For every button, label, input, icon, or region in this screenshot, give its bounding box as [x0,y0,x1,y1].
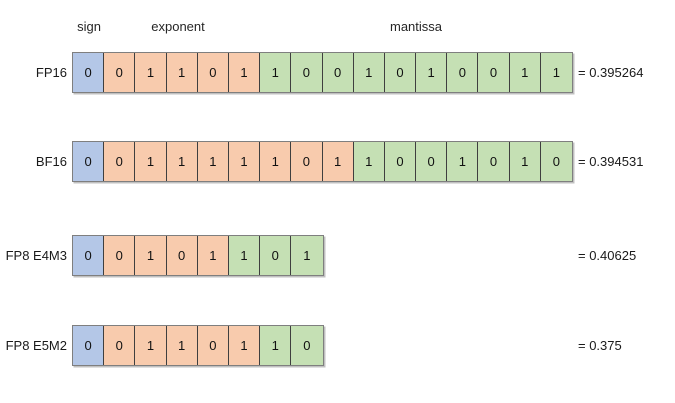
bit-cell-exponent: 1 [166,53,198,92]
format-row-label: BF16 [35,154,67,169]
bit-cell-exponent: 1 [197,142,229,181]
bit-cell-mantissa: 0 [384,53,417,92]
bit-cell-mantissa: 0 [322,53,354,92]
bit-cell-exponent: 1 [228,326,261,365]
bit-cell-mantissa: 0 [416,142,448,181]
bit-cell-mantissa: 1 [509,142,541,181]
bit-cell-exponent: 1 [228,53,261,92]
bit-cell-exponent: 1 [166,326,198,365]
bit-cell-sign: 0 [73,53,105,92]
bit-cell-sign: 0 [73,326,105,365]
format-row-label: FP16 [35,65,67,80]
bit-cell-mantissa: 1 [416,53,448,92]
bit-cell-sign: 0 [73,236,105,275]
bit-cell-exponent: 1 [322,142,354,181]
bit-cell-exponent: 1 [228,142,261,181]
bit-cell-mantissa: 1 [260,326,292,365]
bit-cell-sign: 0 [73,142,105,181]
bit-cell-mantissa: 1 [291,236,323,275]
decimal-value: = 0.375 [578,338,622,353]
bit-cell-mantissa: 1 [447,142,479,181]
format-row-label: FP8 E5M2 [5,338,67,353]
bit-cell-mantissa: 0 [478,53,510,92]
bit-cell-mantissa: 1 [260,53,292,92]
bit-cell-mantissa: 1 [353,142,385,181]
bit-cell-mantissa: 1 [353,53,385,92]
bit-cell-exponent: 0 [197,326,229,365]
bit-cell-mantissa: 1 [228,236,261,275]
bit-cell-exponent: 0 [104,236,136,275]
bit-cell-exponent: 1 [197,236,229,275]
field-label-exponent: exponent [151,19,205,34]
bit-cell-mantissa: 0 [260,236,292,275]
field-legend: sign exponent mantissa [0,0,675,44]
bit-cell-exponent: 1 [135,142,167,181]
bit-cell-mantissa: 0 [447,53,479,92]
bit-cell-exponent: 1 [135,53,167,92]
field-label-mantissa: mantissa [389,19,443,34]
bit-cell-mantissa: 0 [540,142,572,181]
decimal-value: = 0.395264 [578,65,644,80]
bit-cell-exponent: 0 [197,53,229,92]
bit-cell-exponent: 0 [104,142,136,181]
bit-cell-mantissa: 0 [291,326,323,365]
bit-cell-exponent: 1 [260,142,292,181]
bit-cell-exponent: 1 [135,236,167,275]
bit-cell-exponent: 0 [104,53,136,92]
bit-cell-exponent: 0 [166,236,198,275]
bit-cell-exponent: 1 [166,142,198,181]
bit-cell-exponent: 0 [291,142,323,181]
bit-cell-mantissa: 1 [540,53,572,92]
bit-cell-exponent: 1 [135,326,167,365]
bit-cell-mantissa: 0 [291,53,323,92]
bit-cell-mantissa: 0 [478,142,510,181]
decimal-value: = 0.394531 [578,154,644,169]
decimal-value: = 0.40625 [578,248,637,263]
bit-cell-mantissa: 0 [384,142,417,181]
bit-cell-mantissa: 1 [509,53,541,92]
bit-cell-exponent: 0 [104,326,136,365]
format-row-label: FP8 E4M3 [5,248,67,263]
field-label-sign: sign [77,19,101,34]
